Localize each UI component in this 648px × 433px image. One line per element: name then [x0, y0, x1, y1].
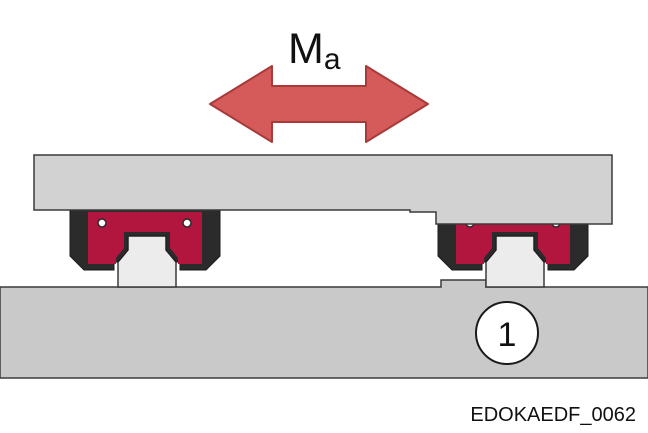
- double-headed-arrow-icon: [209, 65, 429, 143]
- callout-number: 1: [498, 316, 517, 354]
- machine-table: [33, 154, 613, 225]
- carriage-left: [69, 209, 221, 271]
- moment-label: Ma: [288, 25, 341, 76]
- carriage-right: [437, 209, 589, 271]
- machine-base: [0, 279, 648, 379]
- moment-label-subscript: a: [324, 43, 341, 76]
- moment-label-main: M: [288, 25, 324, 73]
- callout-marker: 1: [475, 301, 539, 365]
- image-code-label: EDOKAEDF_0062: [470, 404, 636, 426]
